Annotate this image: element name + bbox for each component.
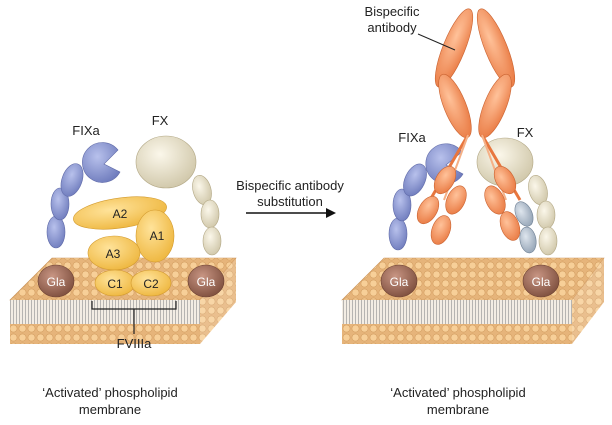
right-membrane-caption-2: membrane (427, 402, 489, 417)
left-gla-left (37, 264, 75, 298)
fviiia-bracket (91, 301, 177, 334)
label-gla-left-b: Gla (197, 275, 216, 289)
label-gla-right-a: Gla (390, 275, 409, 289)
label-c2: C2 (143, 277, 159, 291)
left-fviiia (73, 196, 175, 297)
label-a2: A2 (113, 207, 128, 221)
left-fx (135, 135, 222, 256)
label-bispecific-2: antibody (367, 20, 417, 35)
label-a1: A1 (150, 229, 165, 243)
label-fviiia: FVIIIa (117, 336, 152, 351)
bispecific-antibody (416, 8, 537, 254)
left-fixa (46, 142, 121, 249)
bispecific-leader-line (417, 33, 456, 51)
substitution-arrow (246, 208, 336, 218)
label-a3: A3 (106, 247, 121, 261)
left-membrane-caption-1: ‘Activated’ phospholipid (42, 385, 177, 400)
label-c1: C1 (107, 277, 123, 291)
right-membrane-caption-1: ‘Activated’ phospholipid (390, 385, 525, 400)
label-gla-left-a: Gla (47, 275, 66, 289)
label-fixa-left: FIXa (72, 123, 100, 138)
left-gla-right (187, 264, 225, 298)
arrow-label-2: substitution (257, 194, 323, 209)
label-fx-right: FX (517, 125, 534, 140)
label-fixa-right: FIXa (398, 130, 426, 145)
left-membrane-caption-2: membrane (79, 402, 141, 417)
right-membrane (341, 257, 605, 344)
right-gla-right (522, 264, 560, 298)
label-fx-left: FX (152, 113, 169, 128)
label-gla-right-b: Gla (532, 275, 551, 289)
right-gla-left (380, 264, 418, 298)
label-bispecific-1: Bispecific (365, 4, 420, 19)
arrow-label-1: Bispecific antibody (236, 178, 344, 193)
